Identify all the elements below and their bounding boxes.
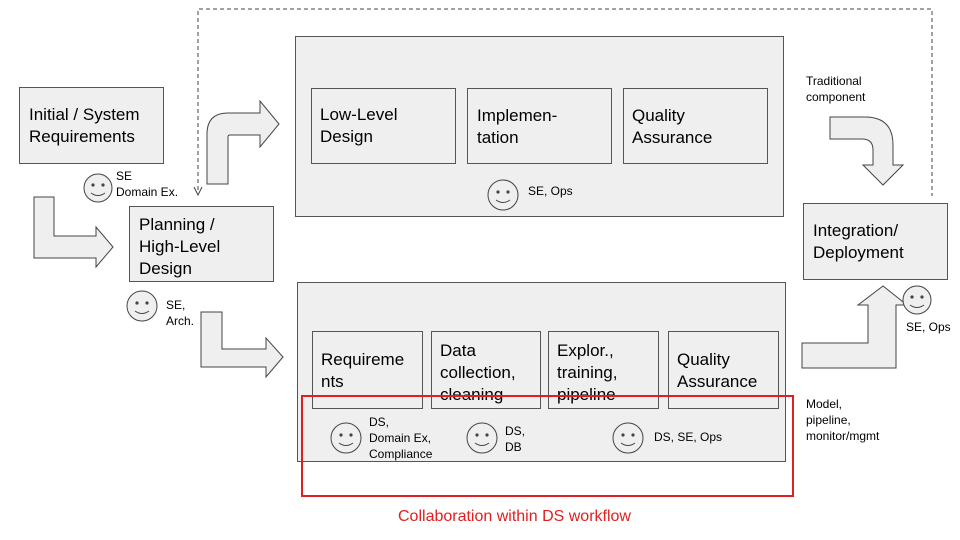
arrow-icon-planning-to-top [206, 99, 280, 185]
exploration-label: Explor., training, pipeline [557, 341, 618, 404]
low-level-design-box [311, 88, 456, 164]
roles-ml: DS, SE, Ops [654, 430, 723, 444]
qa-top-label: Quality Assurance [632, 106, 713, 147]
smiley-icon [466, 422, 498, 454]
arrow-icon-initial-to-planning [33, 196, 114, 269]
roles-integration: SE, Ops [906, 320, 951, 334]
note-traditional: Traditional component [806, 74, 866, 104]
data-collection-label: Data collection, cleaning [440, 341, 516, 404]
integration-box [803, 203, 948, 280]
feedback-arrowhead-icon [193, 186, 203, 197]
caption: Collaboration within DS workflow [398, 508, 631, 525]
smiley-icon [902, 285, 932, 315]
smiley-icon [612, 422, 644, 454]
roles-top-row: SE, Ops [528, 184, 573, 198]
requirements-label: Requireme nts [321, 350, 405, 391]
integration-label: Integration/ Deployment [813, 221, 904, 262]
smiley-icon [83, 173, 113, 203]
note-model: Model, pipeline, monitor/mgmt [806, 397, 880, 443]
implementation-label: Implemen- tation [477, 106, 558, 147]
arrow-icon-model-to-integration [801, 285, 909, 369]
feedback-dashed-line [197, 8, 933, 196]
qa-top-box [623, 88, 768, 164]
qa-bottom-label: Quality Assurance [677, 350, 758, 391]
initial-requirements-label: Initial / System Requirements [29, 105, 140, 146]
highlight-rect [301, 395, 794, 497]
planning-label: Planning / High-Level Design [139, 215, 221, 278]
initial-requirements-box [19, 87, 164, 164]
smiley-icon [126, 290, 158, 322]
roles-requirements: DS, Domain Ex, Compliance [369, 415, 433, 461]
roles-initial: SE Domain Ex. [116, 169, 179, 199]
planning-box [129, 206, 274, 282]
smiley-icon [487, 179, 519, 211]
smiley-icon [330, 422, 362, 454]
roles-data: DS, DB [505, 424, 526, 454]
roles-planning: SE, Arch. [166, 298, 195, 328]
arrow-icon-traditional-to-integration [829, 116, 905, 186]
arrow-icon-planning-to-ds [200, 311, 284, 379]
implementation-box [467, 88, 612, 164]
low-level-design-label: Low-Level Design [320, 105, 398, 146]
